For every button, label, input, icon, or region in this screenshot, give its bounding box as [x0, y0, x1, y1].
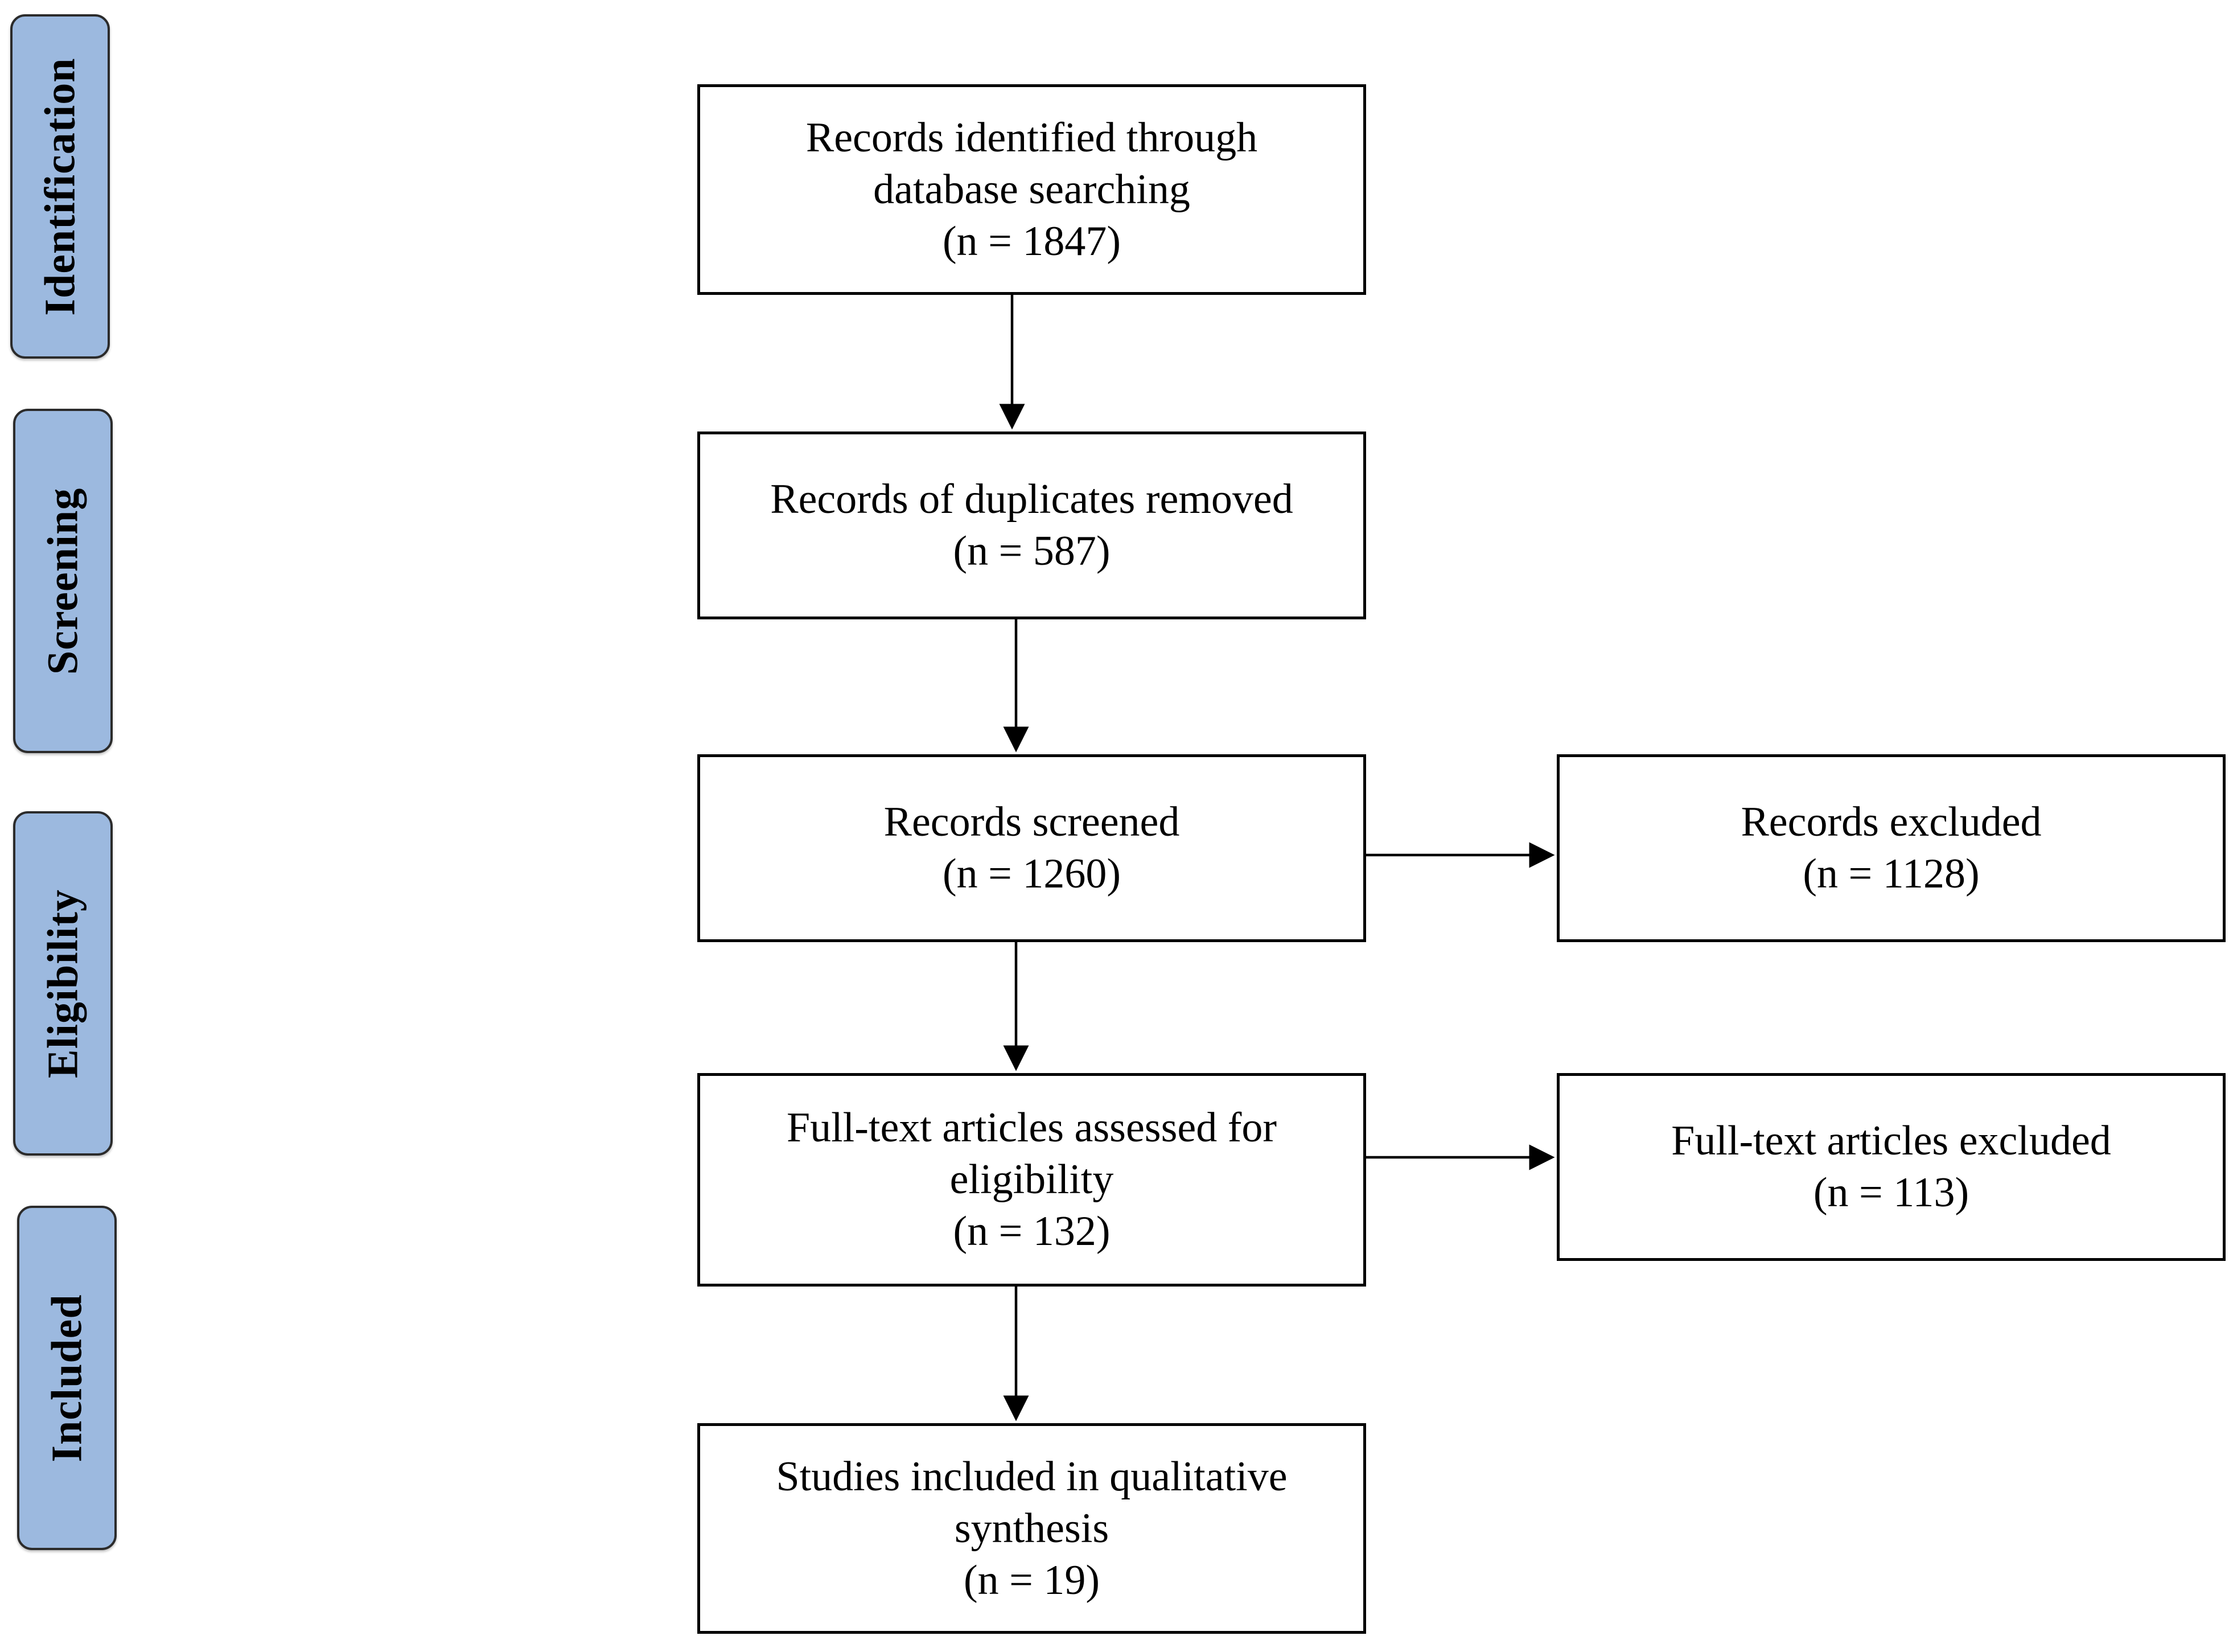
stage-eligibility: Eligibility — [13, 811, 113, 1156]
records-screened-text: Records screened (n = 1260) — [884, 796, 1180, 900]
studies-included-text: Studies included in qualitative synthesi… — [776, 1451, 1287, 1606]
studies-included-box: Studies included in qualitative synthesi… — [697, 1423, 1366, 1634]
box-count: (n = 113) — [1813, 1169, 1969, 1216]
box-line: Full-text articles assessed for — [786, 1104, 1277, 1151]
box-line: Records excluded — [1741, 799, 2042, 845]
box-line: database searching — [873, 166, 1190, 213]
records-excluded-box: Records excluded (n = 1128) — [1557, 754, 2226, 942]
box-count: (n = 1847) — [942, 217, 1121, 265]
fulltext-assessed-text: Full-text articles assessed for eligibil… — [787, 1102, 1277, 1258]
box-line: synthesis — [954, 1505, 1109, 1552]
box-count: (n = 1260) — [942, 850, 1121, 897]
stage-identification: Identification — [10, 14, 110, 359]
fulltext-assessed-box: Full-text articles assessed for eligibil… — [697, 1073, 1366, 1287]
box-count: (n = 587) — [953, 528, 1111, 574]
fulltext-excluded-text: Full-text articles excluded (n = 113) — [1671, 1115, 2111, 1219]
fulltext-excluded-box: Full-text articles excluded (n = 113) — [1557, 1073, 2226, 1261]
box-line: Studies included in qualitative — [776, 1453, 1288, 1500]
duplicates-removed-text: Records of duplicates removed (n = 587) — [770, 474, 1293, 577]
records-identified-text: Records identified through database sear… — [806, 112, 1257, 268]
stage-screening: Screening — [13, 409, 113, 753]
box-count: (n = 1128) — [1803, 850, 1980, 897]
box-line: Records screened — [883, 799, 1180, 845]
records-identified-box: Records identified through database sear… — [697, 84, 1366, 295]
box-line: Records identified through — [805, 114, 1258, 161]
records-screened-box: Records screened (n = 1260) — [697, 754, 1366, 942]
box-line: Records of duplicates removed — [770, 476, 1293, 523]
records-excluded-text: Records excluded (n = 1128) — [1741, 796, 2041, 900]
box-line: Full-text articles excluded — [1671, 1117, 2111, 1164]
duplicates-removed-box: Records of duplicates removed (n = 587) — [697, 432, 1366, 619]
stage-included: Included — [17, 1206, 117, 1550]
box-count: (n = 132) — [953, 1208, 1111, 1255]
box-count: (n = 19) — [963, 1556, 1100, 1604]
box-line: eligibility — [949, 1156, 1114, 1203]
